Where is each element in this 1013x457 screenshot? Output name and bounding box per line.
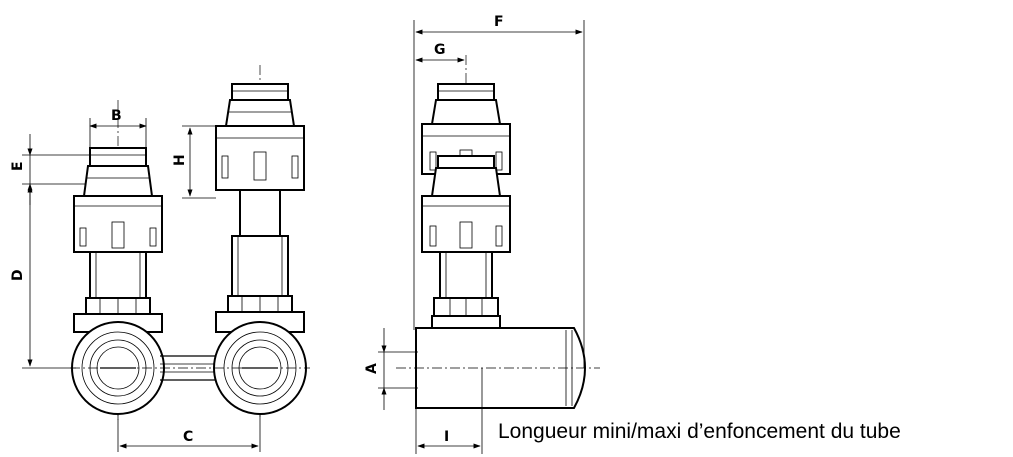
- dim-label-h: H: [172, 154, 188, 166]
- connecting-bar: [160, 355, 218, 381]
- side-view-valve: [415, 55, 586, 409]
- dim-label-b: B: [111, 108, 122, 124]
- dim-label-d: D: [10, 269, 26, 281]
- dim-label-a: A: [364, 363, 380, 374]
- dim-label-f: F: [494, 14, 504, 30]
- front-view-left-valve: [71, 100, 165, 420]
- dimension-lines: [22, 20, 585, 454]
- caption-tube-insertion-length: Longueur mini/maxi d’enfoncement du tube: [498, 420, 901, 443]
- front-view-right-valve: [213, 65, 307, 420]
- dim-label-i: I: [444, 429, 449, 445]
- dim-label-c: C: [183, 429, 193, 445]
- dim-label-g: G: [434, 42, 446, 58]
- dim-label-e: E: [10, 161, 26, 171]
